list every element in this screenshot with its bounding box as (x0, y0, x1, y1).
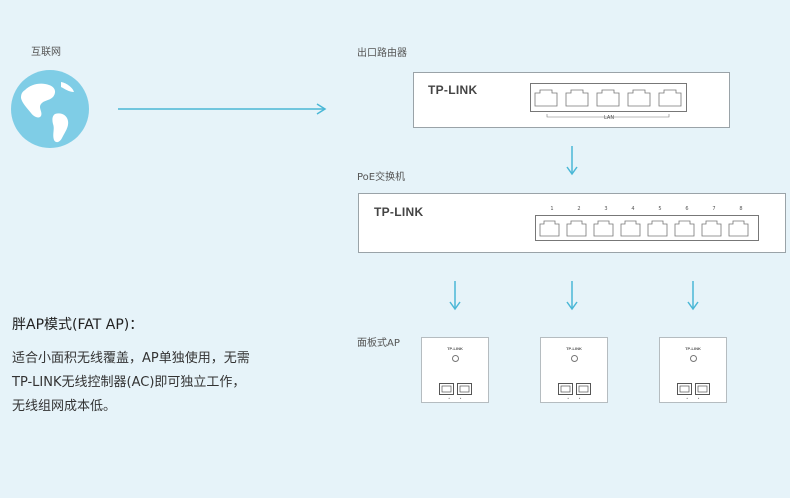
ap-port-dots: •• (448, 396, 471, 401)
port-number: 2 (577, 206, 581, 212)
poe-switch-device: TP-LINK 1 2 3 4 5 6 7 8 (358, 193, 786, 253)
ap-ports (439, 383, 472, 395)
ap-led-icon (571, 355, 578, 362)
ap-led-icon (452, 355, 459, 362)
ap-port-dots: •• (686, 396, 709, 401)
port-number: 1 (550, 206, 554, 212)
router-label: 出口路由器 (357, 48, 407, 59)
poe-switch-label: PoE交换机 (357, 172, 406, 183)
router-lan-ports (530, 83, 687, 118)
mode-desc-line-1: 适合小面积无线覆盖，AP单独使用，无需 (12, 351, 250, 366)
port-number: 4 (631, 206, 635, 212)
router-lan-label: LAN (604, 115, 615, 121)
switch-brand: TP-LINK (374, 205, 424, 219)
switch-to-ap3-arrow (687, 281, 699, 311)
port-number: 5 (658, 206, 662, 212)
port-number: 7 (712, 206, 716, 212)
ap-brand: TP-LINK (447, 346, 463, 351)
ap-brand: TP-LINK (566, 346, 582, 351)
ap-led-icon (690, 355, 697, 362)
ap-ports (558, 383, 591, 395)
ap-port-dots: •• (567, 396, 590, 401)
mode-desc-line-2: TP-LINK无线控制器(AC)即可独立工作， (12, 375, 246, 390)
port-number: 3 (604, 206, 608, 212)
switch-to-ap2-arrow (566, 281, 578, 311)
port-number: 8 (739, 206, 743, 212)
internet-to-router-arrow (118, 103, 327, 115)
router-device: TP-LINK LAN (413, 72, 730, 128)
switch-ports (535, 215, 759, 241)
mode-title: 胖AP模式(FAT AP)： (12, 317, 144, 333)
panel-ap-3: TP-LINK •• (659, 337, 727, 403)
router-to-switch-arrow (566, 146, 578, 176)
switch-to-ap1-arrow (449, 281, 461, 311)
router-brand: TP-LINK (428, 83, 478, 97)
ap-brand: TP-LINK (685, 346, 701, 351)
switch-port-numbers: 1 2 3 4 5 6 7 8 (537, 206, 757, 214)
panel-ap-label: 面板式AP (357, 338, 400, 349)
ap-ports (677, 383, 710, 395)
panel-ap-1: TP-LINK •• (421, 337, 489, 403)
panel-ap-2: TP-LINK •• (540, 337, 608, 403)
mode-desc-line-3: 无线组网成本低。 (12, 399, 117, 414)
globe-icon (11, 70, 89, 148)
port-number: 6 (685, 206, 689, 212)
internet-label: 互联网 (31, 47, 61, 58)
